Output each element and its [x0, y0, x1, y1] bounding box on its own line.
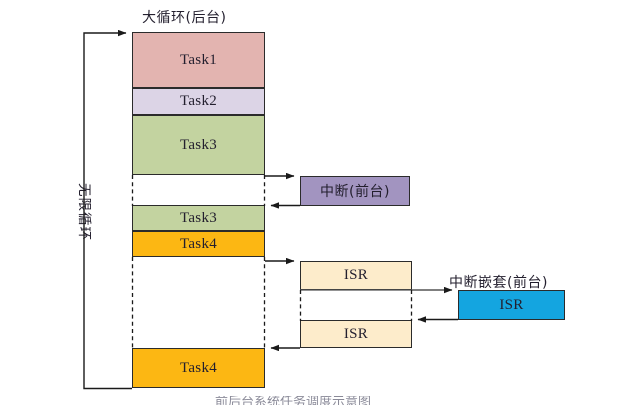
isr-block-first: ISR — [300, 261, 412, 290]
infinite-loop-label: 无限循环 — [76, 183, 92, 241]
nested-interrupt-title: 中断嵌套(前台) — [449, 275, 548, 291]
task-block-task4-first: Task4 — [132, 231, 265, 257]
isr-block-resumed: ISR — [300, 320, 412, 348]
task-block-task2: Task2 — [132, 88, 265, 115]
task-block-task3-resumed: Task3 — [132, 205, 265, 231]
task-block-task3-first: Task3 — [132, 115, 265, 175]
dashed-guides-gap2 — [131, 257, 266, 349]
diagram-caption: 前后台系统任务调度示意图 — [215, 396, 372, 405]
interrupt-foreground-block: 中断(前台) — [300, 176, 410, 206]
dashed-guides-isr — [299, 290, 413, 321]
main-loop-title: 大循环(后台) — [142, 10, 227, 26]
task-block-task4-resumed: Task4 — [132, 348, 265, 388]
dashed-guides-gap1 — [131, 175, 266, 206]
isr-block-nested: ISR — [458, 290, 565, 320]
task-block-task1: Task1 — [132, 32, 265, 88]
